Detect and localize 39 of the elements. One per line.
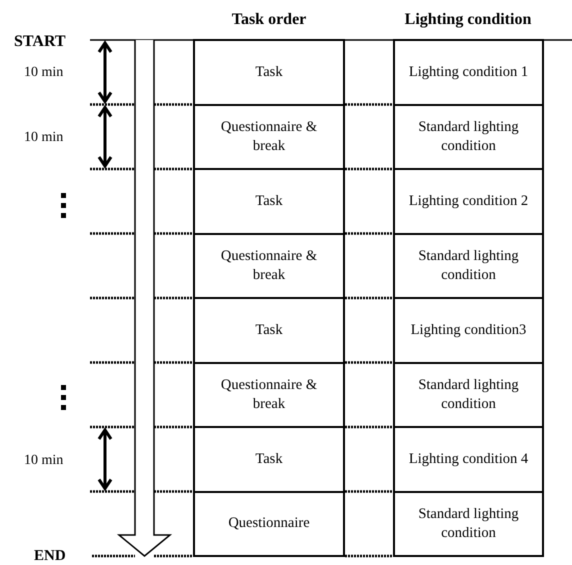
timeline-label: END [34, 548, 66, 565]
cell-text: Questionnaire [228, 514, 310, 534]
cell-text: Standard lighting condition [417, 118, 520, 156]
lighting-condition-cell [393, 490, 544, 557]
lighting-condition-cell [393, 39, 544, 106]
lighting-condition-cell [393, 426, 544, 492]
cell-text: Lighting condition3 [410, 320, 526, 340]
lighting-condition-cell [393, 104, 544, 170]
cell-text: Task [255, 62, 283, 82]
timeline-label: START [14, 32, 66, 52]
cell-text: Task [255, 320, 283, 340]
cell-text: Standard lighting condition [417, 376, 520, 414]
task-cell [193, 39, 345, 106]
task-cell [193, 232, 345, 299]
cell-text: Questionnaire & break [220, 246, 318, 285]
cell-text: Task [255, 192, 283, 211]
task-cell [193, 362, 345, 428]
task-cell [193, 297, 345, 364]
duration-label: 10 min [24, 129, 64, 147]
task-cell [193, 426, 345, 492]
lighting-condition-cell [393, 297, 544, 364]
lighting-condition-cell [393, 362, 544, 428]
column-header: Lighting condition [404, 10, 532, 30]
task-cell [193, 104, 345, 170]
column-header: Task order [230, 10, 308, 30]
cell-text: Questionnaire & break [220, 118, 318, 156]
cell-text: Questionnaire & break [220, 376, 318, 414]
lighting-condition-cell [393, 232, 544, 299]
duration-label: 10 min [24, 452, 64, 470]
duration-label: 10 min [24, 64, 64, 82]
cell-text: Lighting condition 4 [408, 450, 528, 469]
cell-text: Lighting condition 1 [408, 62, 528, 82]
cell-text: Lighting condition 2 [408, 192, 528, 211]
cell-text: Task [255, 450, 283, 469]
lighting-condition-cell [393, 168, 544, 234]
cell-text: Standard lighting condition [417, 246, 520, 285]
cell-text: Standard lighting condition [417, 504, 520, 543]
task-cell [193, 168, 345, 234]
task-cell [193, 490, 345, 557]
